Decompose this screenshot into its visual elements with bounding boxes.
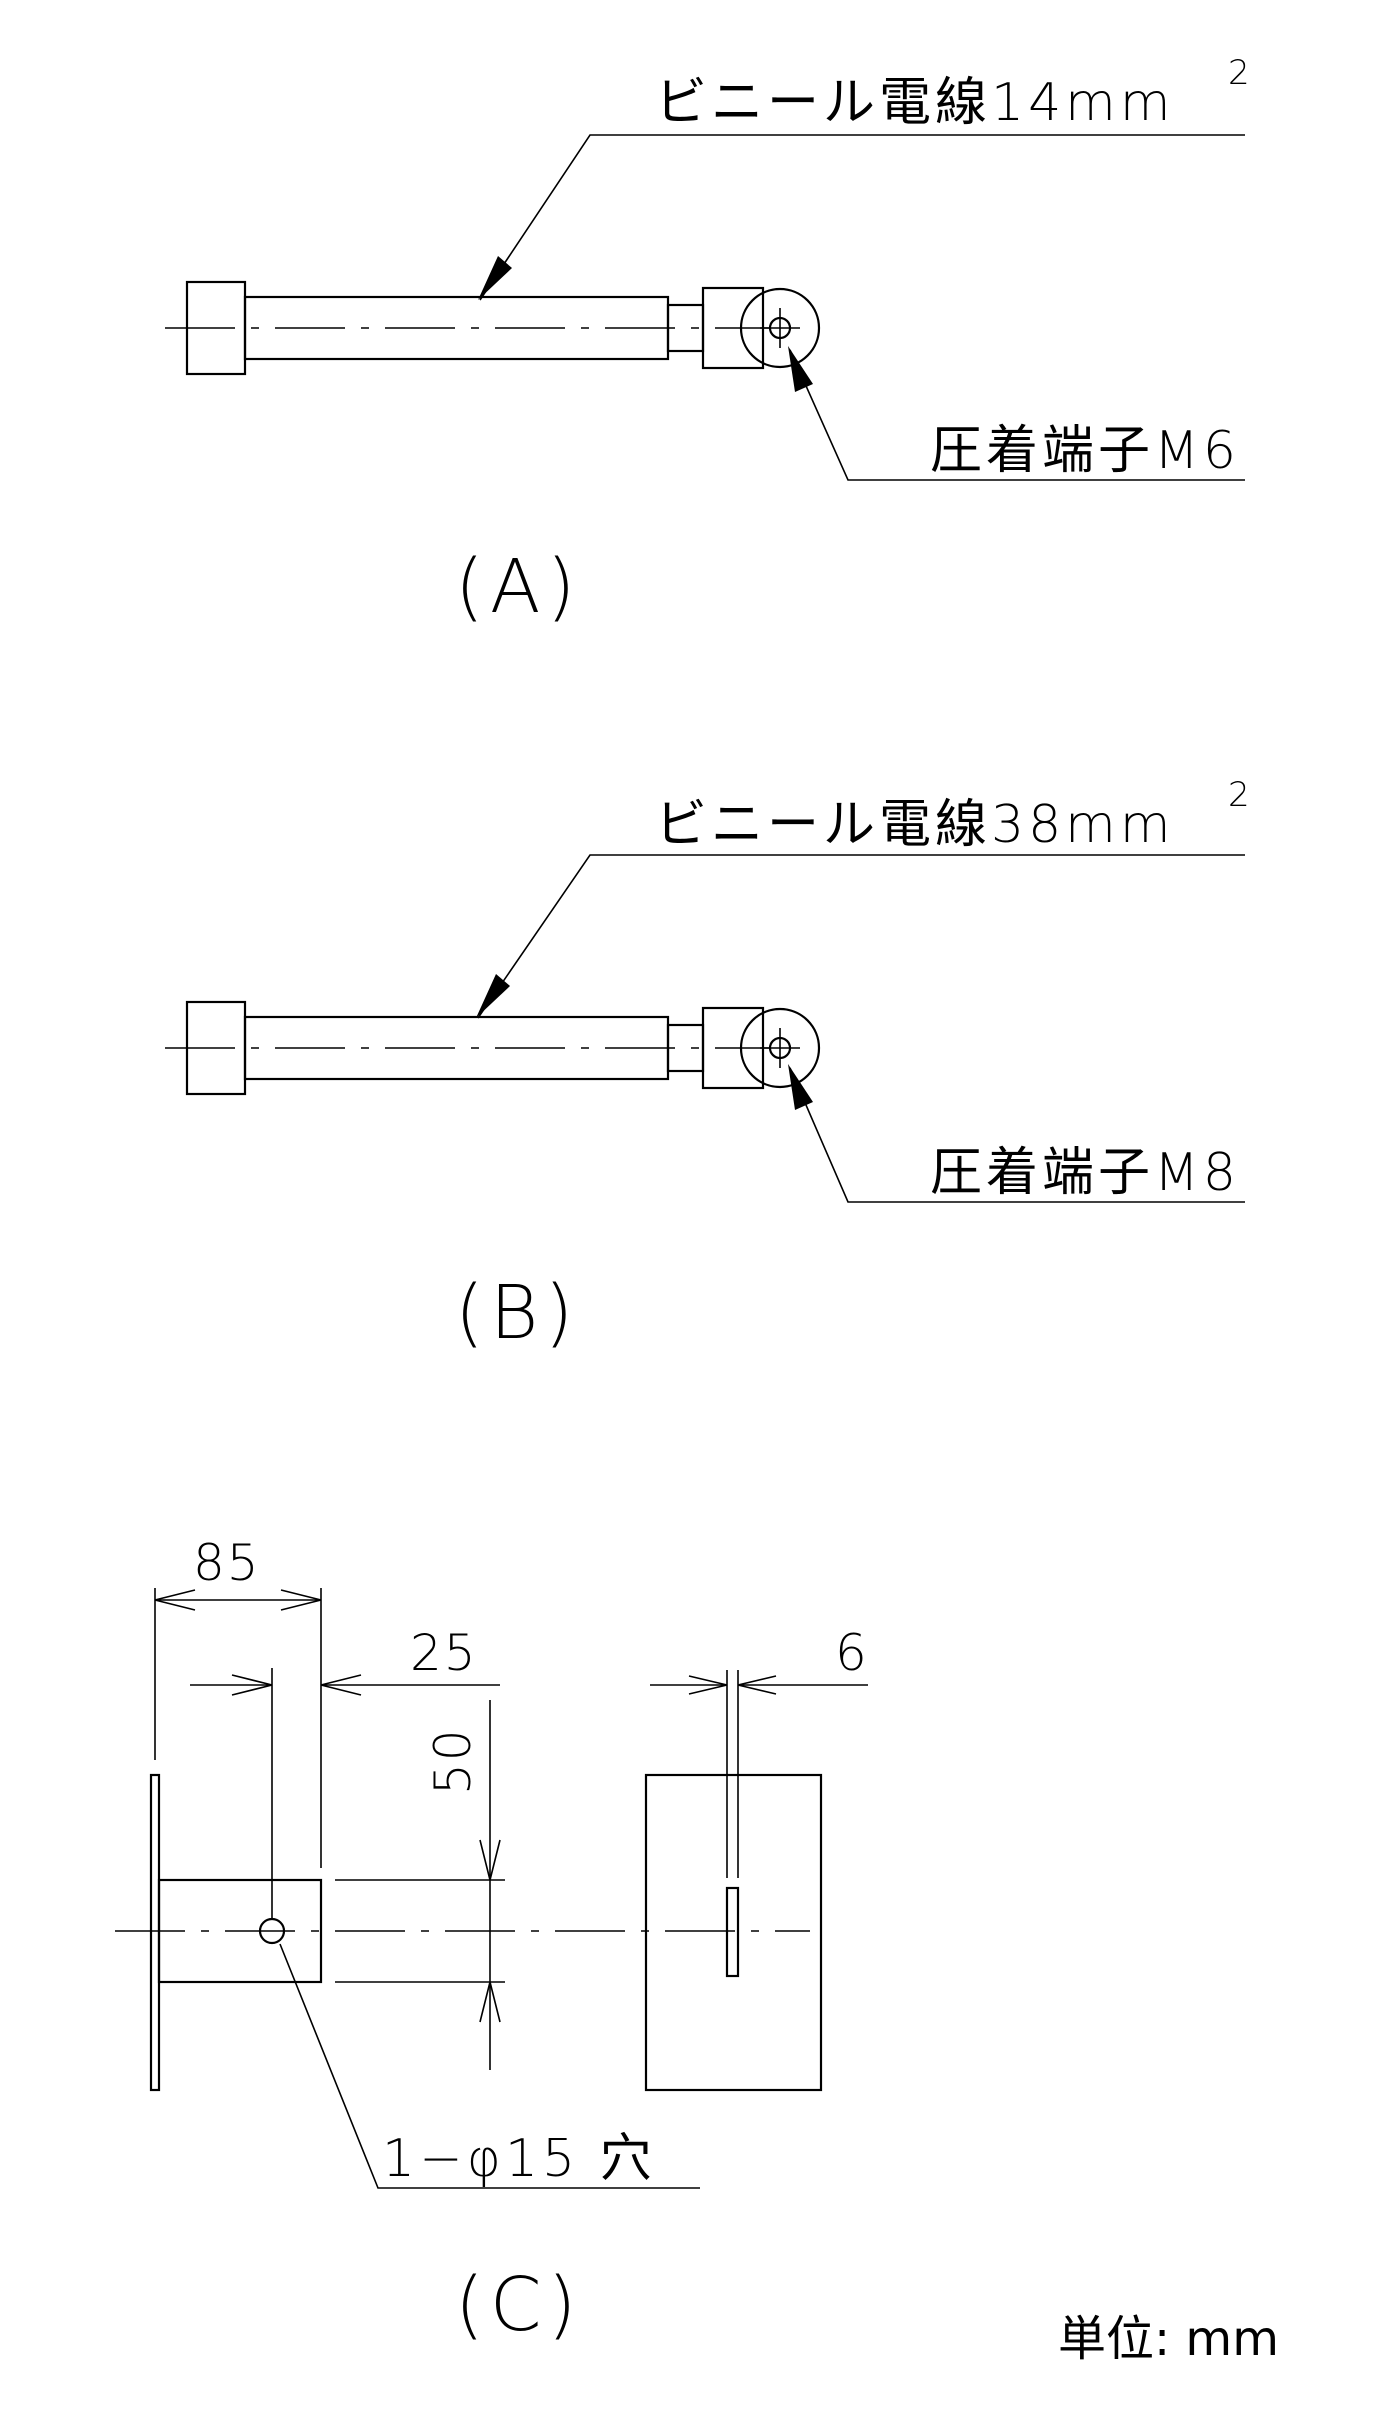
wire-label-sup-b: 2: [1228, 775, 1250, 815]
dim-25: 25: [410, 1624, 478, 1682]
figure-c: 85 25 50 6 1−φ15 穴 (C): [115, 1534, 869, 2348]
base-plate: [149, 1773, 161, 2092]
wire-label-sup-a: 2: [1228, 53, 1250, 93]
wire-label-b: ビニール電線38mm: [655, 795, 1174, 855]
caption-b: (B): [455, 1270, 579, 1356]
caption-c: (C): [455, 2262, 582, 2348]
hole-leader: [279, 1943, 700, 2189]
wire-label-a: ビニール電線14mm: [655, 73, 1174, 133]
bracket-front: [644, 1773, 823, 2092]
terminal-label-a: 圧着端子M6: [930, 421, 1240, 481]
dim-6: 6: [835, 1624, 869, 1682]
terminal-leader-arrow-a: [788, 346, 813, 392]
wire-leader-arrow-a: [478, 256, 512, 300]
terminal-leader-b: [789, 1067, 1245, 1203]
dim-50: 50: [424, 1727, 482, 1795]
wire-leader-b: [477, 854, 1245, 1019]
slot: [725, 1886, 740, 1978]
wire-leader-arrow-b: [476, 974, 510, 1018]
wire-leader-a: [479, 134, 1245, 301]
terminal-leader-a: [789, 349, 1245, 481]
caption-a: (A): [455, 544, 581, 630]
hole-label: 1−φ15 穴: [382, 2129, 656, 2189]
figure-a: ビニール電線14mm 2 圧着端子M6 (A): [165, 53, 1250, 630]
terminal-label-b: 圧着端子M8: [930, 1143, 1240, 1203]
figure-b: ビニール電線38mm 2 圧着端子M8 (B): [165, 775, 1250, 1356]
unit-label: 単位: mm: [1058, 2311, 1279, 2367]
terminal-leader-arrow-b: [788, 1064, 813, 1110]
dim-85: 85: [193, 1534, 261, 1592]
